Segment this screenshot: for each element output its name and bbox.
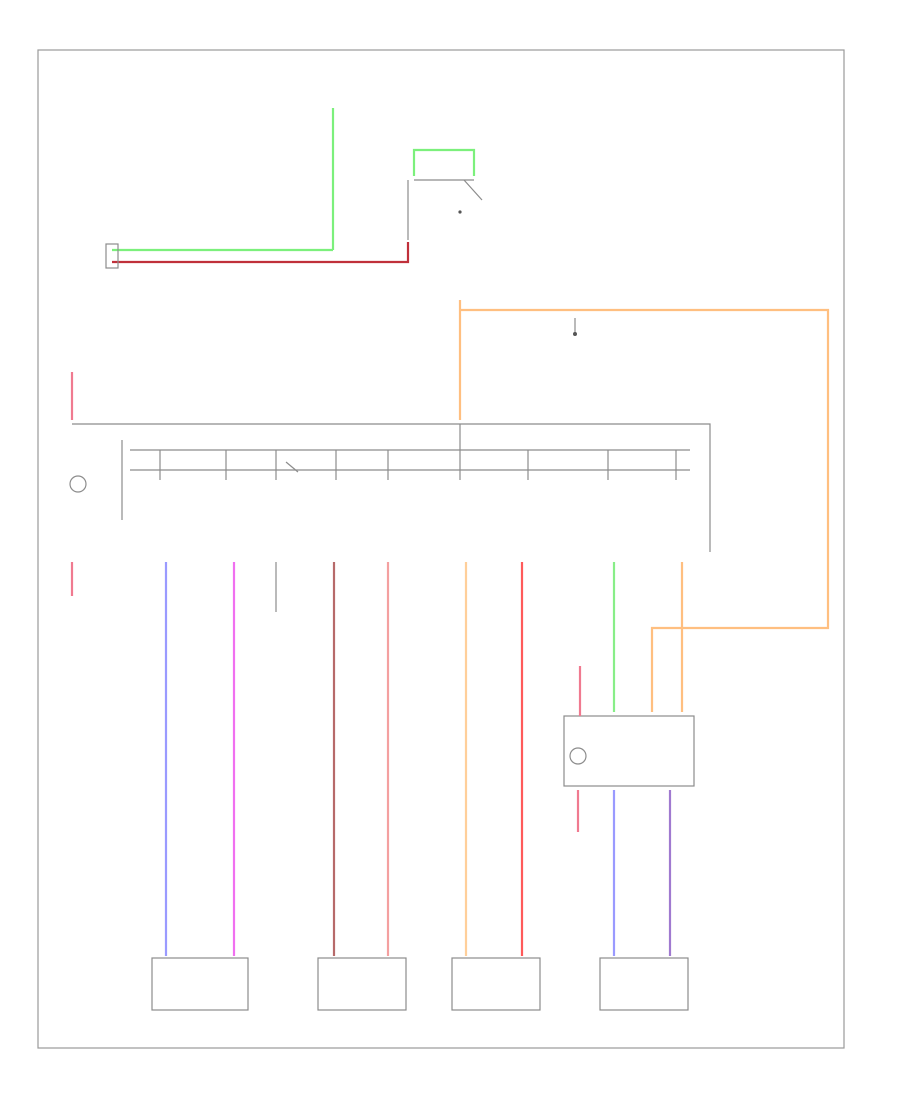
motor-driver bbox=[151, 957, 249, 1011]
motor-left-rear bbox=[317, 957, 407, 1011]
passenger-switch-box bbox=[563, 715, 695, 787]
power-window-module bbox=[69, 423, 711, 552]
wire-red-junction bbox=[112, 242, 410, 264]
module-ground-symbol bbox=[69, 475, 87, 493]
fuse-feed bbox=[105, 108, 410, 269]
wire-orange-loop bbox=[460, 308, 830, 712]
passenger-switch-ground-symbol bbox=[569, 747, 587, 765]
junction-block bbox=[105, 243, 119, 269]
switch-arm bbox=[285, 461, 299, 473]
motor-passenger bbox=[599, 957, 689, 1011]
motor-boxes bbox=[151, 957, 689, 1011]
module-bus-top bbox=[72, 423, 711, 552]
orange-feed bbox=[458, 300, 830, 712]
ground-point bbox=[573, 332, 577, 336]
relay-feed bbox=[407, 148, 483, 240]
motor-wires bbox=[70, 562, 684, 956]
passenger-switch bbox=[563, 666, 695, 956]
relay-terminal bbox=[458, 210, 462, 214]
motor-right-rear bbox=[451, 957, 541, 1011]
relay-switch-arm bbox=[463, 179, 483, 201]
wire-green-relay-feed bbox=[412, 148, 476, 176]
diagram-frame bbox=[37, 49, 845, 1049]
